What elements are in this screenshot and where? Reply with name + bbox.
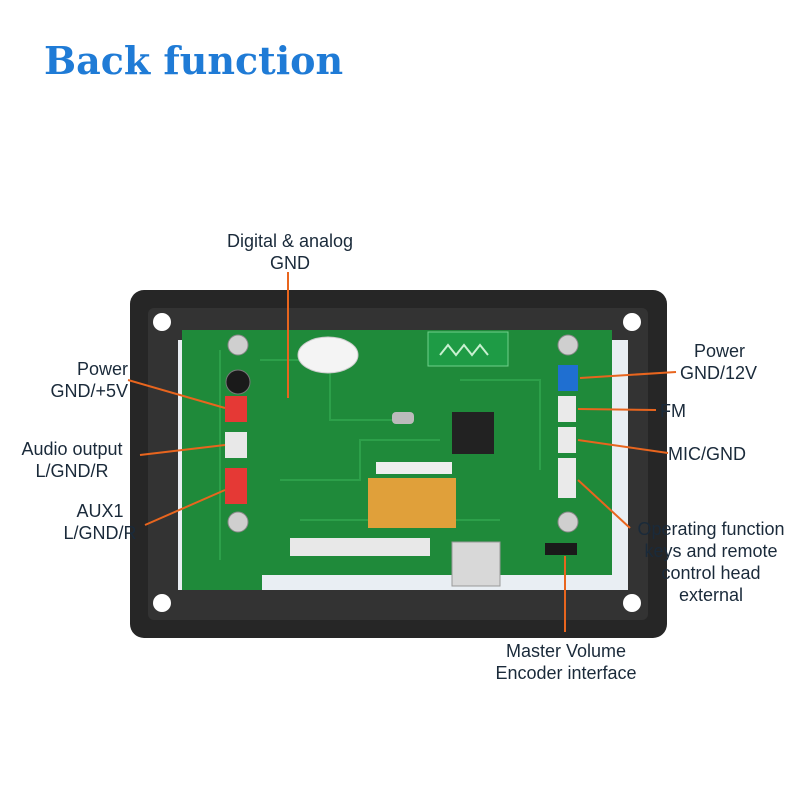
label-audio-output: Audio output L/GND/R — [4, 438, 140, 482]
page-title: Back function — [44, 38, 344, 83]
ic-chip-icon — [452, 412, 494, 454]
label-line: Digital & analog — [226, 231, 354, 251]
capacitor-icon — [225, 369, 251, 395]
mount-hole-icon — [153, 594, 171, 612]
label-line: Power — [694, 341, 746, 361]
label-line: GND — [270, 253, 310, 273]
qc-passed-stamp-icon — [297, 336, 359, 374]
label-line: Encoder interface — [495, 663, 637, 683]
mount-hole-icon — [623, 313, 641, 331]
keys-connector — [558, 458, 576, 498]
pcb — [182, 330, 612, 590]
label-master-volume: Master Volume Encoder interface — [480, 640, 652, 684]
label-line: Power — [76, 359, 128, 379]
fm-connector — [558, 396, 576, 422]
label-fm: FM — [660, 401, 686, 421]
usb-port-icon — [451, 541, 501, 587]
label-line: keys and remote — [644, 541, 778, 561]
label-line: Operating function — [637, 519, 785, 539]
bottom-connector — [290, 538, 430, 556]
label-mic-gnd: MIC/GND — [668, 444, 746, 464]
label-line: Master Volume — [505, 641, 627, 661]
encoder-header — [545, 543, 577, 555]
audio-connector — [225, 432, 247, 458]
label-line: L/GND/R — [35, 461, 109, 481]
label-line: AUX1 — [76, 501, 124, 521]
power-connector — [225, 396, 247, 422]
label-line: external — [678, 585, 744, 605]
mount-hole-icon — [623, 594, 641, 612]
mic-connector — [558, 427, 576, 453]
label-digital-analog-gnd: Digital & analog GND — [210, 230, 370, 274]
label-line: L/GND/R — [63, 523, 137, 543]
label-power-5v: Power GND/+5V — [22, 358, 128, 402]
label-operating-function: Operating function keys and remote contr… — [628, 518, 794, 606]
label-aux1: AUX1 L/GND/R — [50, 500, 150, 544]
flex-cable — [368, 478, 456, 528]
label-power-12v: Power GND/12V — [680, 340, 790, 384]
aux-connector — [225, 468, 247, 504]
pointer-lines — [127, 272, 677, 632]
label-line: control head — [661, 563, 761, 583]
label-line: GND/+5V — [50, 381, 128, 401]
screw-icon — [227, 334, 579, 533]
label-line: GND/12V — [680, 363, 758, 383]
label-line: Audio output — [21, 439, 123, 459]
power12-connector — [558, 365, 578, 391]
mount-hole-icon — [153, 313, 171, 331]
